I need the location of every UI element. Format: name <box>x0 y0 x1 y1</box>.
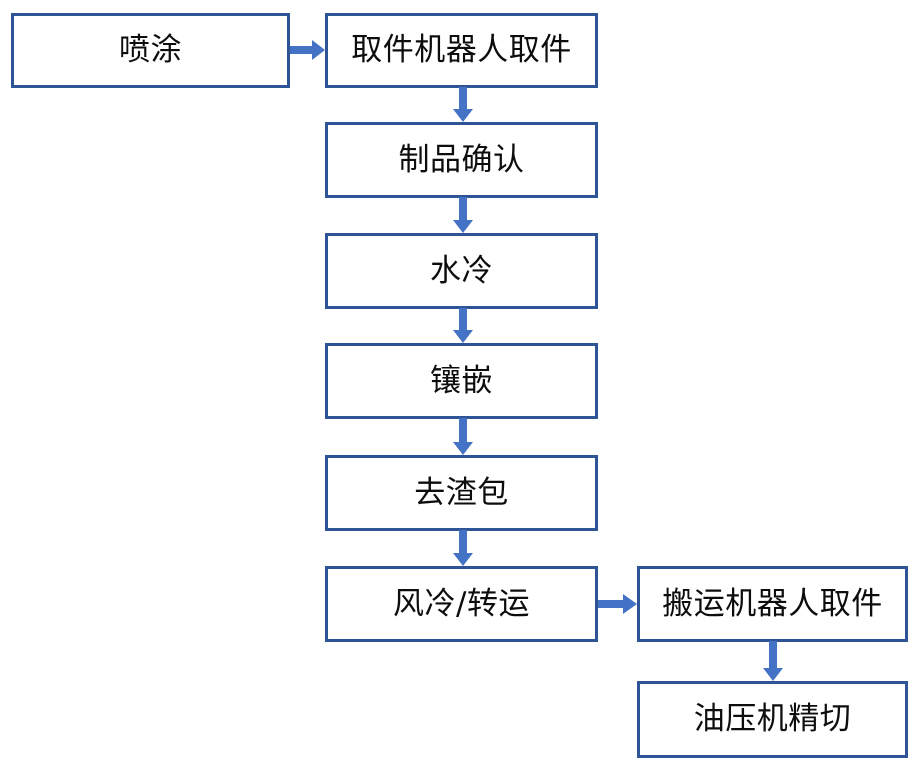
process-box-air-cooling-transfer[interactable]: 风冷/转运 <box>325 566 598 642</box>
arrow-spraying-to-pickup-robot <box>290 38 326 62</box>
process-box-pickup-robot[interactable]: 取件机器人取件 <box>325 13 598 88</box>
process-box-label: 水冷 <box>430 253 493 289</box>
arrow-product-check-to-water-cooling <box>451 197 475 234</box>
process-box-inlay[interactable]: 镶嵌 <box>325 343 598 419</box>
process-box-label: 喷涂 <box>119 32 182 68</box>
process-box-deslag[interactable]: 去渣包 <box>325 455 598 531</box>
arrow-water-cooling-to-inlay <box>451 308 475 344</box>
process-box-label: 取件机器人取件 <box>351 32 572 68</box>
arrow-transfer-robot-to-hydraulic-trim <box>761 641 785 682</box>
arrow-inlay-to-deslag <box>451 418 475 456</box>
process-box-label: 搬运机器人取件 <box>662 586 883 622</box>
process-box-label: 油压机精切 <box>693 701 852 737</box>
arrow-air-cooling-to-transfer-robot <box>598 592 638 616</box>
process-box-label: 去渣包 <box>414 475 509 511</box>
process-box-product-check[interactable]: 制品确认 <box>325 122 598 198</box>
process-box-label: 镶嵌 <box>430 363 493 399</box>
process-box-water-cooling[interactable]: 水冷 <box>325 233 598 309</box>
process-box-label: 制品确认 <box>398 142 525 178</box>
process-box-hydraulic-trim[interactable]: 油压机精切 <box>637 681 908 758</box>
arrow-pickup-robot-to-product-check <box>451 87 475 123</box>
process-box-label: 风冷/转运 <box>393 586 530 622</box>
arrow-deslag-to-air-cooling <box>451 530 475 567</box>
process-box-transfer-robot[interactable]: 搬运机器人取件 <box>637 566 908 642</box>
process-box-spraying[interactable]: 喷涂 <box>11 13 290 88</box>
